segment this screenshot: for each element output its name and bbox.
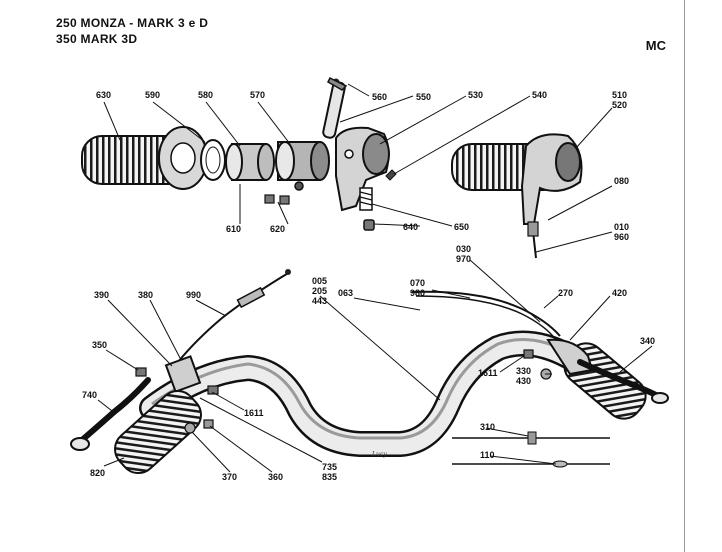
label-970: 970 <box>456 254 471 264</box>
label-430: 430 <box>516 376 531 386</box>
label-443: 443 <box>312 296 327 306</box>
screw-640 <box>363 219 375 231</box>
pin-560 <box>327 76 348 91</box>
label-063: 063 <box>338 288 353 298</box>
label-620: 620 <box>270 224 285 234</box>
label-550: 550 <box>416 92 431 102</box>
cable-end-080 <box>527 221 539 259</box>
right-grip-assembly <box>546 338 647 420</box>
label-740: 740 <box>82 390 97 400</box>
label-270: 270 <box>558 288 573 298</box>
label-540: 540 <box>532 90 547 100</box>
label-735: 735 <box>322 462 337 472</box>
control-body-530 <box>335 126 390 212</box>
section-code: MC <box>645 38 666 53</box>
label-640: 640 <box>403 222 418 232</box>
label-380: 380 <box>138 290 153 300</box>
label-010: 010 <box>614 222 629 232</box>
grip-flange-590 <box>158 126 208 190</box>
label-520: 520 <box>612 100 627 110</box>
label-630: 630 <box>96 90 111 100</box>
label-980: 980 <box>410 288 425 298</box>
diagram-title-line-1: 250 MONZA - MARK 3 e D <box>56 16 209 30</box>
label-370: 370 <box>222 472 237 482</box>
loose-cables-310-110 <box>452 431 610 468</box>
right-lever-340 <box>577 359 669 404</box>
label-420: 420 <box>612 288 627 298</box>
label-1611-right: 1611 <box>478 368 498 378</box>
label-820: 820 <box>90 468 105 478</box>
handlebar-005 <box>139 330 581 457</box>
label-005: 005 <box>312 276 327 286</box>
label-110: 110 <box>480 450 495 460</box>
right-grip-510 <box>451 133 583 225</box>
throttle-sleeve-580 <box>225 143 275 181</box>
spring-650 <box>359 187 373 211</box>
washer-ring-590 <box>200 139 226 181</box>
artist-signature: Lucy <box>371 451 387 458</box>
label-390: 390 <box>94 290 109 300</box>
screws-620 <box>264 194 290 205</box>
label-510: 510 <box>612 90 627 100</box>
label-360: 360 <box>268 472 283 482</box>
page-edge-rule <box>684 0 685 552</box>
throttle-drum-570 <box>275 141 330 191</box>
label-835: 835 <box>322 472 337 482</box>
label-080: 080 <box>614 176 629 186</box>
label-560: 560 <box>372 92 387 102</box>
left-grip-820 <box>114 389 202 475</box>
label-960: 960 <box>614 232 629 242</box>
label-350: 350 <box>92 340 107 350</box>
leader-lines <box>97 83 653 473</box>
label-030: 030 <box>456 244 471 254</box>
cable-990 <box>177 269 291 363</box>
label-570: 570 <box>250 90 265 100</box>
label-610: 610 <box>226 224 241 234</box>
part-number-labels: 630 590 580 570 560 550 530 540 510 520 … <box>82 90 655 482</box>
label-070: 070 <box>410 278 425 288</box>
label-580: 580 <box>198 90 213 100</box>
label-330: 330 <box>516 366 531 376</box>
label-530: 530 <box>468 90 483 100</box>
label-990: 990 <box>186 290 201 300</box>
label-590: 590 <box>145 90 160 100</box>
label-340: 340 <box>640 336 655 346</box>
label-205: 205 <box>312 286 327 296</box>
label-310: 310 <box>480 422 495 432</box>
label-1611-left: 1611 <box>244 408 264 418</box>
diagram-title-line-2: 350 MARK 3D <box>56 32 138 46</box>
label-650: 650 <box>454 222 469 232</box>
screw-540 <box>385 169 397 181</box>
